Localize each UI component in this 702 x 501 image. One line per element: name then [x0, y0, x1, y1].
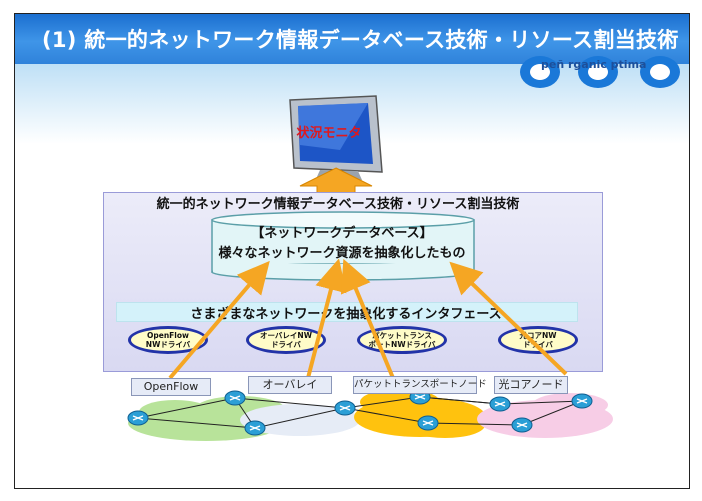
panel-title: 統一的ネットワーク情報データベース技術・リソース割当技術 — [156, 197, 520, 212]
database-description: 様々なネットワーク資源を抽象化したもの — [218, 246, 466, 261]
driver-optical-core — [498, 326, 578, 354]
monitor-label: 状況モニタ — [296, 126, 362, 141]
openflow-cloud — [128, 396, 286, 441]
logo-text: peñ rganic ptima — [541, 58, 647, 71]
network-label-packet-transport: パケットトランスポートノード — [353, 376, 487, 394]
driver-packet-transport-line1: パケットトランス — [372, 331, 432, 340]
network-label-openflow: OpenFlow — [131, 378, 211, 396]
driver-openflow-line2: NWドライバ — [145, 340, 191, 349]
title-bar — [15, 14, 689, 64]
driver-packet-transport-line2: ポートNWドライバ — [368, 340, 436, 349]
slide-title: (1) 統一的ネットワーク情報データベース技術・リソース割当技術 — [42, 28, 679, 52]
overlay-cloud — [240, 404, 360, 436]
network-label-optical-core: 光コアノード — [494, 376, 568, 394]
driver-optical-core-line1: 光コアNW — [519, 331, 557, 340]
packet-transport-cloud — [354, 389, 486, 438]
driver-overlay — [246, 326, 326, 354]
company-logo — [520, 56, 680, 88]
network-label-overlay: オーバレイ — [248, 376, 332, 394]
driver-openflow-line1: OpenFlow — [147, 331, 189, 340]
database-title: 【ネットワークデータベース】 — [251, 226, 433, 241]
driver-overlay-line2: ドライバ — [271, 340, 301, 349]
interface-label: さまざまなネットワークを抽象化するインタフェース — [190, 307, 502, 322]
driver-overlay-line1: オーバレイNW — [260, 331, 312, 340]
driver-packet-transport — [357, 326, 447, 354]
